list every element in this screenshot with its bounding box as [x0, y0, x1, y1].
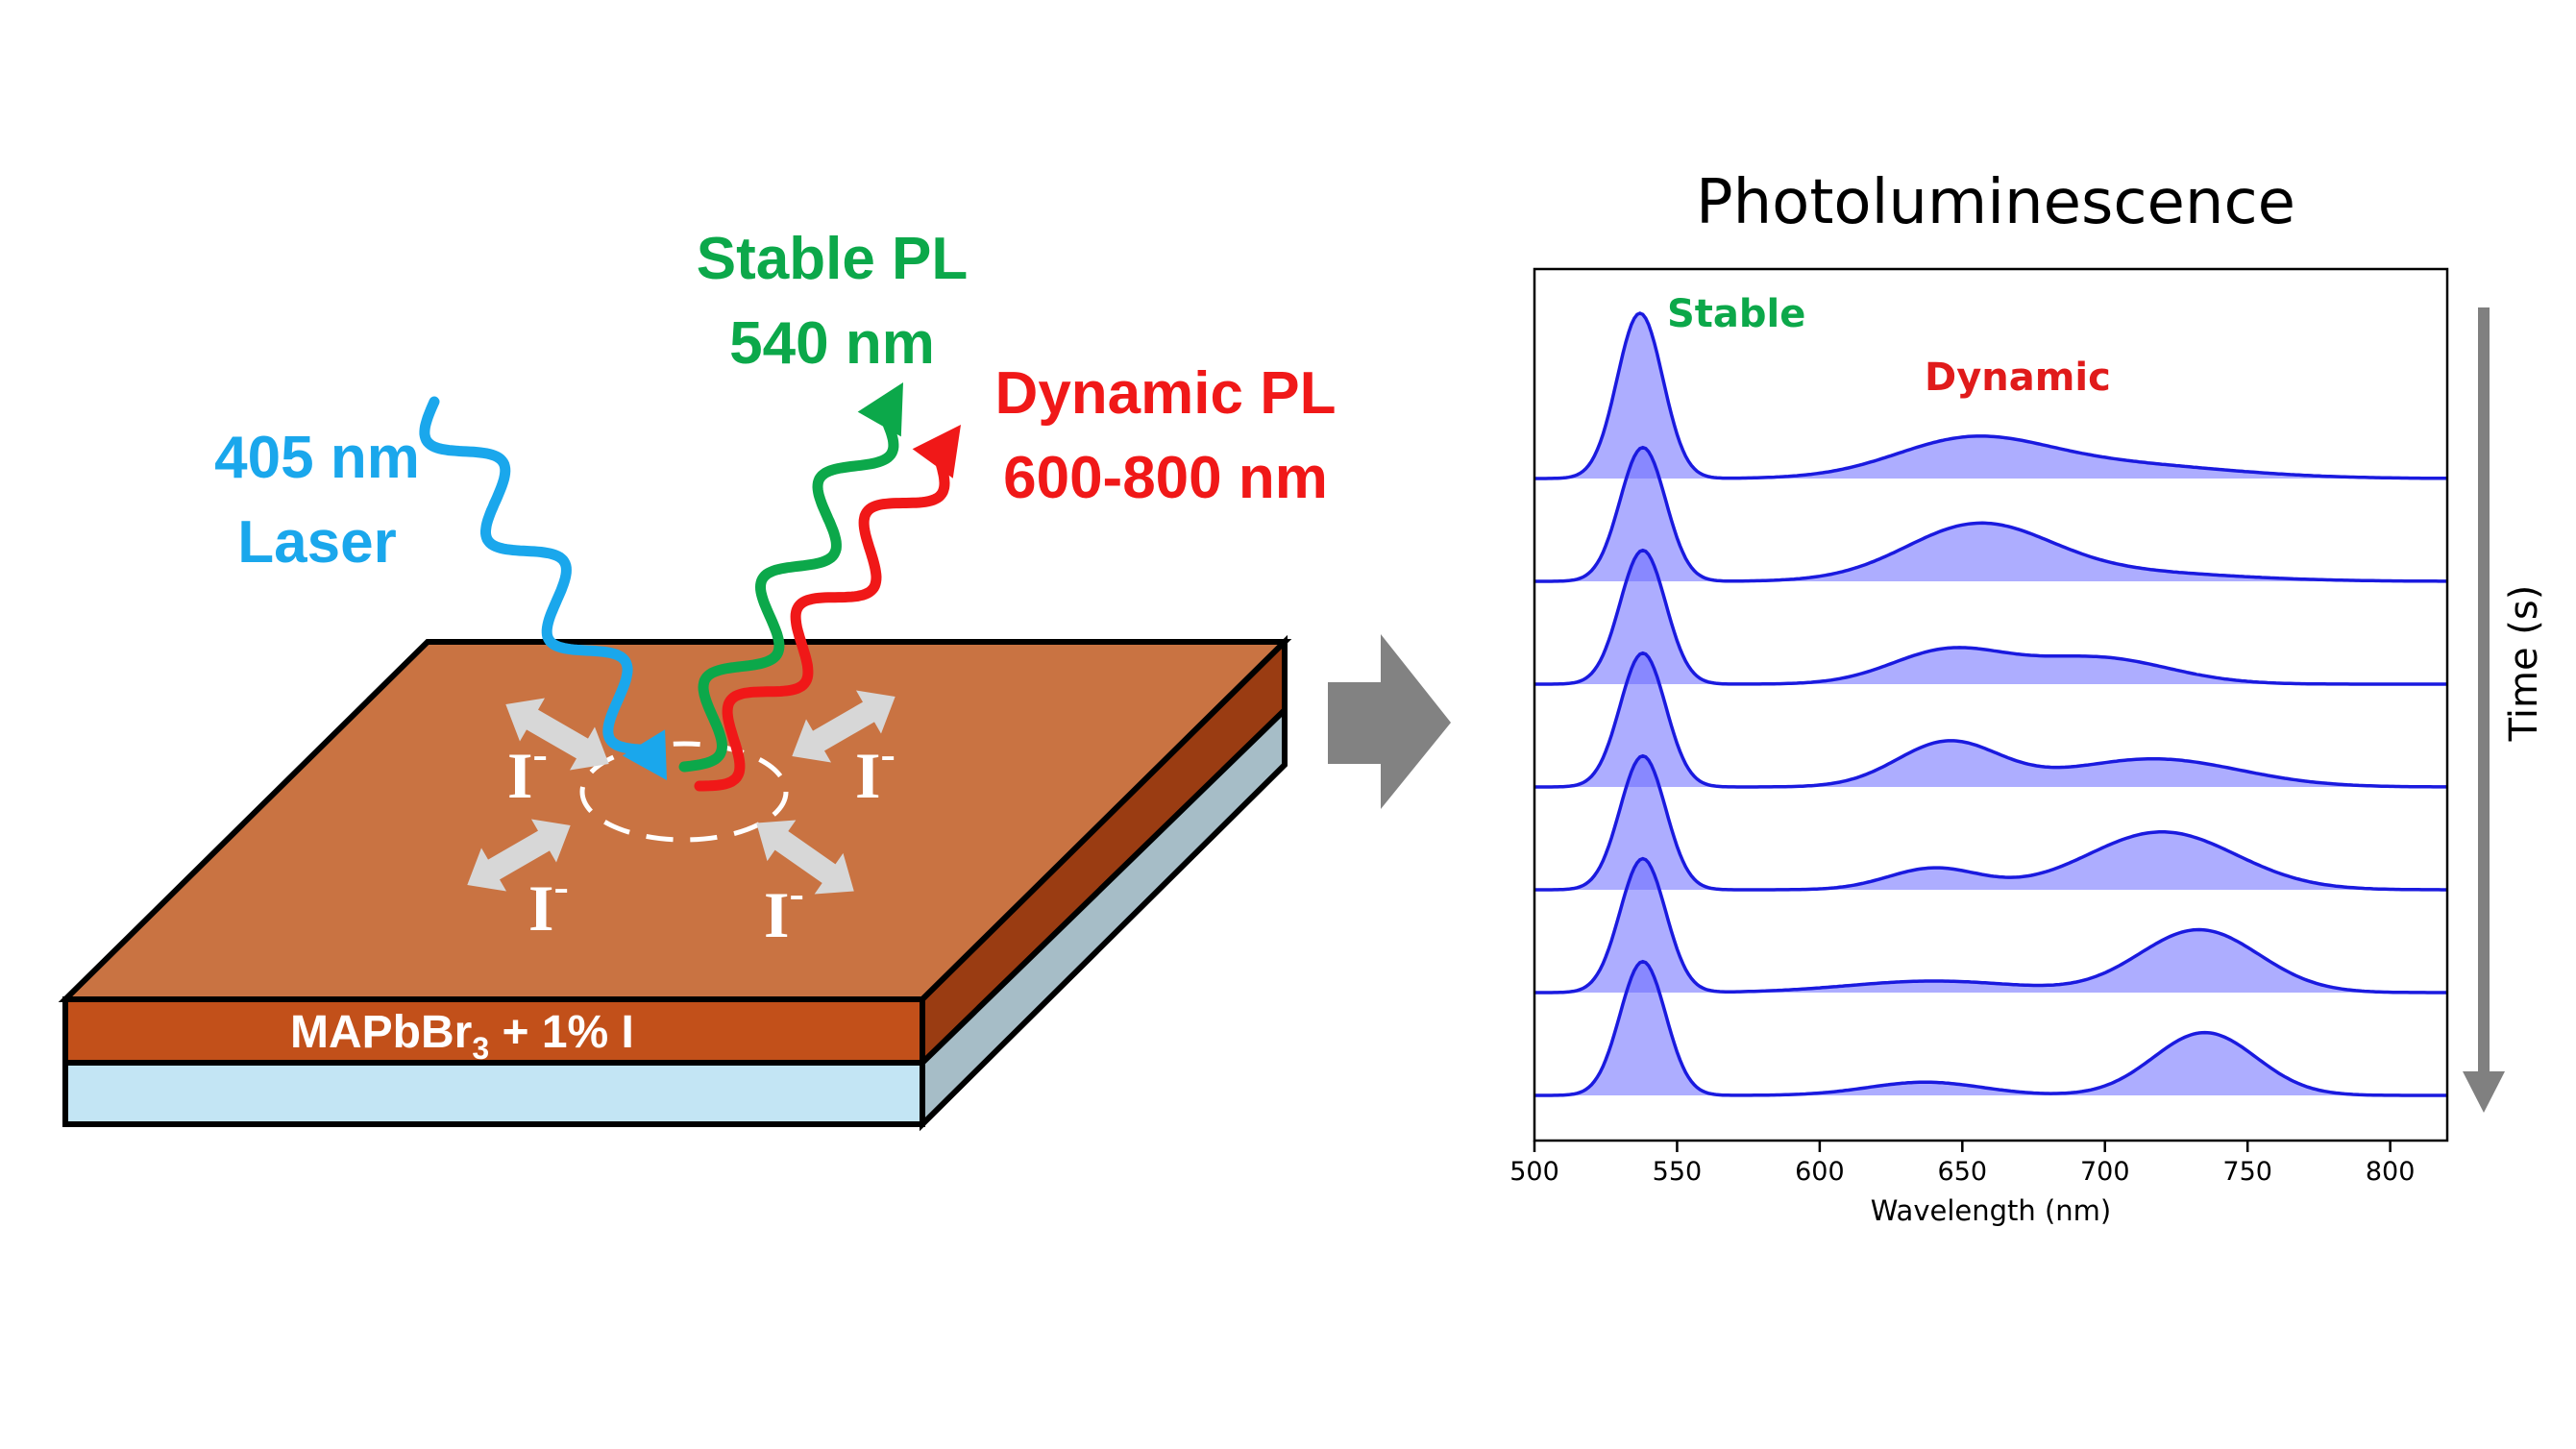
- spectrum-line: [1534, 856, 2447, 995]
- laser-label-line2: Laser: [237, 509, 396, 576]
- plot-frame: [1533, 267, 2449, 1142]
- spectrum-fill: [1534, 961, 2447, 1095]
- stable-pl-beam: [678, 382, 903, 773]
- right-arrow-icon: [1328, 634, 1451, 809]
- film-label: MAPbBr3 + 1% I: [290, 1007, 634, 1066]
- iodide-label: I-: [764, 869, 804, 951]
- dynamic-annotation: Dynamic: [1925, 356, 2111, 400]
- time-arrow-shaft: [2478, 307, 2490, 1076]
- spectrum-line: [1534, 548, 2447, 686]
- double-arrow-icon: [792, 690, 895, 763]
- stable-pl-wave: [678, 410, 899, 773]
- stable-label-line2: 540 nm: [729, 310, 935, 377]
- double-arrow-icon: [505, 698, 609, 771]
- x-tick-label: 600: [1795, 1157, 1845, 1187]
- spectrum-fill: [1534, 858, 2447, 993]
- dynamic-pl-beam: [694, 425, 961, 792]
- spectrum-line: [1534, 445, 2447, 583]
- excitation-spot: [579, 741, 789, 843]
- x-tick-label: 750: [2222, 1157, 2272, 1187]
- spectrum-fill: [1534, 652, 2447, 787]
- stable-annotation: Stable: [1667, 292, 1805, 336]
- double-arrow-icon: [756, 820, 854, 895]
- x-tick-label: 550: [1653, 1157, 1703, 1187]
- x-ticks: 500 550 600 650 700 750 800: [1509, 1141, 2415, 1187]
- perovskite-slab: [58, 634, 1292, 1132]
- spectrum-line: [1534, 753, 2447, 892]
- spectrum-line: [1534, 959, 2447, 1097]
- iodide-label: I-: [507, 729, 548, 812]
- spectrum-fill: [1534, 447, 2447, 581]
- iodide-ion-labels: I- I- I- I-: [507, 729, 895, 951]
- film-label-rest: + 1% I: [489, 1007, 634, 1058]
- spectrum-line: [1534, 311, 2447, 480]
- laser-label-line1: 405 nm: [214, 425, 420, 491]
- dynamic-pl-wave: [694, 450, 950, 792]
- down-arrowhead-icon: [2463, 1071, 2505, 1113]
- iodide-label: I-: [855, 729, 895, 812]
- spectrum-fill: [1534, 755, 2447, 890]
- dynamic-pl-arrowhead-icon: [912, 425, 961, 479]
- double-arrow-icon: [467, 819, 571, 892]
- film-label-subscript: 3: [472, 1031, 489, 1066]
- dynamic-label-line2: 600-800 nm: [1003, 445, 1328, 511]
- chart-title: Photoluminescence: [1696, 167, 2295, 238]
- spectrum-line: [1534, 651, 2447, 789]
- substrate-front-face: [62, 1060, 925, 1127]
- series-layer: [1534, 311, 2447, 1097]
- x-tick-label: 700: [2080, 1157, 2130, 1187]
- film-front-face: [62, 996, 925, 1066]
- ion-migration-arrows: [467, 690, 895, 895]
- iodide-label: I-: [528, 862, 569, 945]
- laser-wave: [419, 396, 654, 756]
- stable-pl-arrowhead-icon: [857, 382, 903, 437]
- spectrum-fill: [1534, 550, 2447, 684]
- dynamic-label-line1: Dynamic PL: [995, 360, 1337, 427]
- x-tick-label: 800: [2366, 1157, 2416, 1187]
- laser-arrowhead-icon: [622, 729, 667, 780]
- film-label-main: MAPbBr: [290, 1007, 472, 1058]
- time-label: Time (s): [2502, 585, 2546, 743]
- x-tick-label: 650: [1938, 1157, 1988, 1187]
- x-axis-label: Wavelength (nm): [1871, 1194, 2112, 1227]
- stable-label-line1: Stable PL: [697, 226, 969, 292]
- time-arrow: Time (s): [2463, 307, 2546, 1113]
- x-tick-label: 500: [1509, 1157, 1559, 1187]
- spectrum-fill: [1534, 313, 2447, 479]
- laser-beam: [419, 396, 667, 780]
